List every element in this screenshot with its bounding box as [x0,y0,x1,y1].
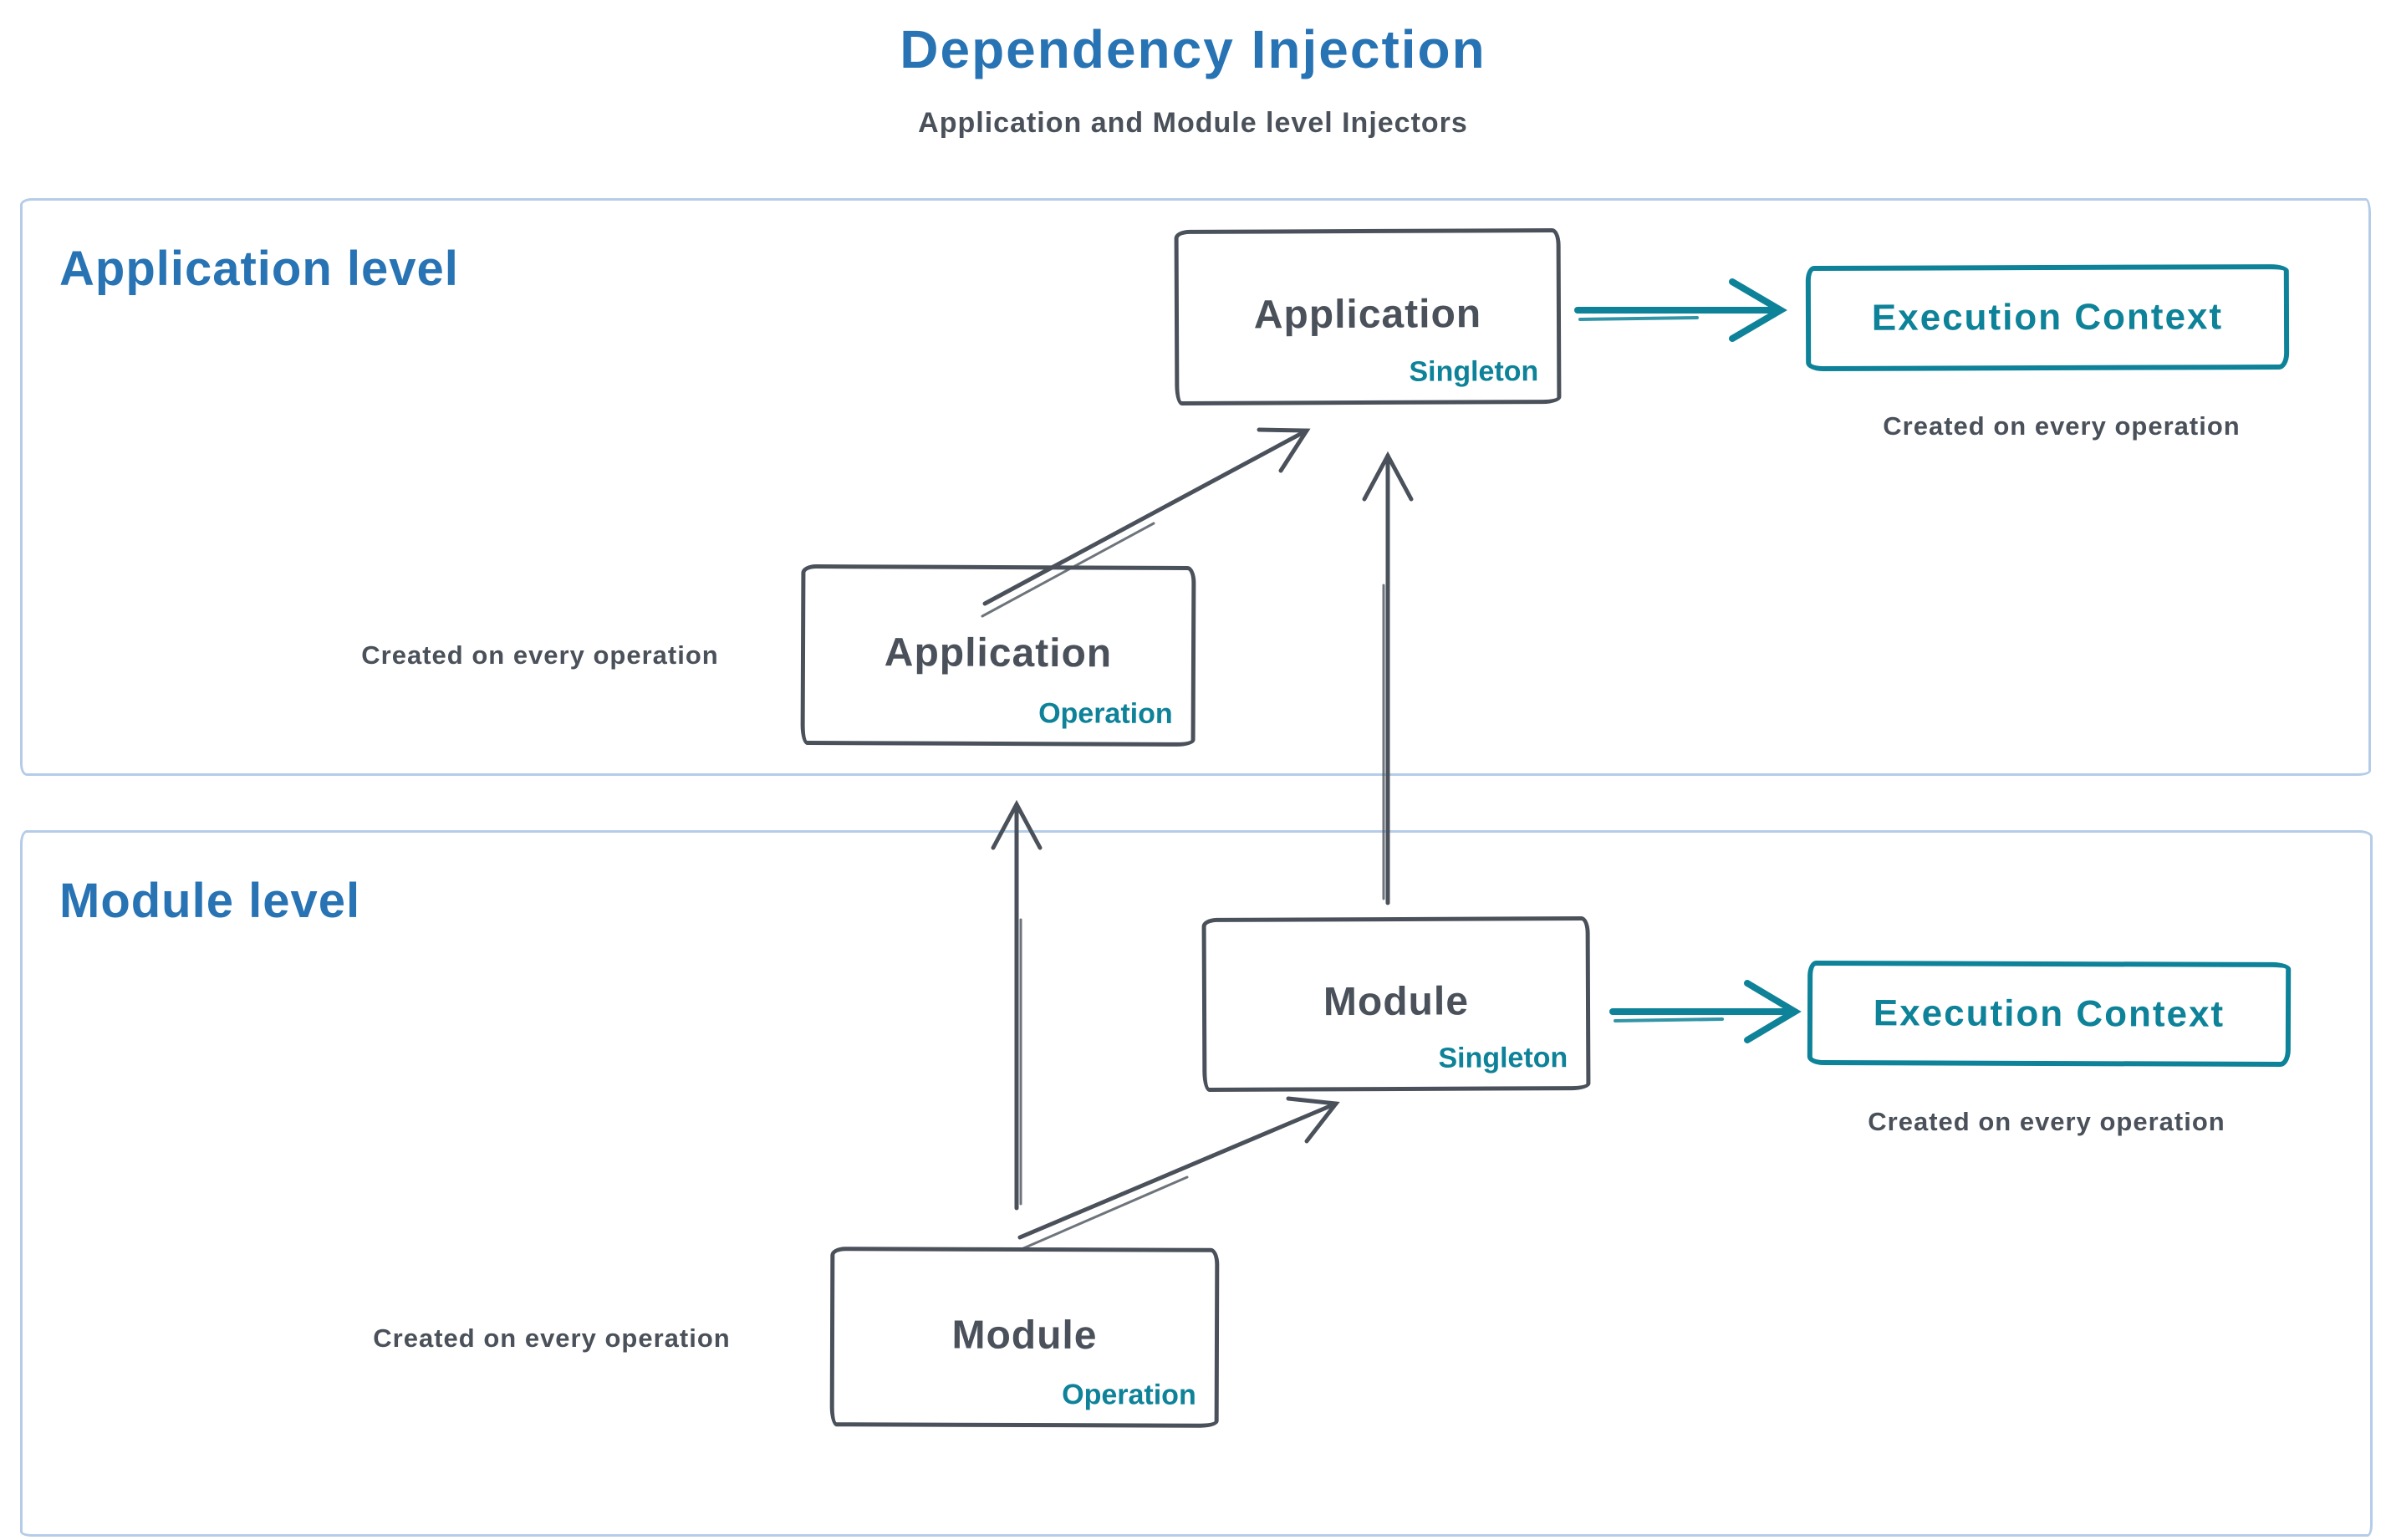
application-level-label: Application level [59,242,459,296]
box-module-operation: Module Operation [829,1247,1220,1428]
box-application-singleton: Application Singleton [1174,227,1562,406]
caption-module-execution-context: Created on every operation [1868,1107,2225,1136]
section-module-level: Module level [20,830,2373,1537]
box-application-singleton-title: Application [1253,292,1482,338]
module-execution-context-label: Execution Context [1873,992,2225,1035]
caption-application-operation: Created on every operation [361,640,719,670]
box-module-singleton-tag: Singleton [1438,1042,1568,1074]
section-application-level: Application level [20,198,2371,776]
page-title: Dependency Injection [900,19,1486,79]
box-module-singleton: Module Singleton [1201,915,1591,1093]
page-subtitle: Application and Module level Injectors [918,107,1468,139]
box-application-operation: Application Operation [800,563,1196,747]
box-module-execution-context: Execution Context [1807,960,2292,1068]
box-application-operation-tag: Operation [1038,697,1173,730]
application-execution-context-label: Execution Context [1871,296,2224,339]
module-level-label: Module level [59,874,361,928]
box-module-operation-title: Module [951,1312,1098,1358]
box-application-singleton-tag: Singleton [1409,355,1539,388]
caption-module-operation: Created on every operation [373,1323,731,1353]
box-application-execution-context: Execution Context [1805,263,2290,372]
box-module-singleton-title: Module [1323,979,1470,1025]
caption-application-execution-context: Created on every operation [1883,411,2241,441]
box-application-operation-title: Application [884,630,1113,676]
box-module-operation-tag: Operation [1062,1379,1196,1411]
